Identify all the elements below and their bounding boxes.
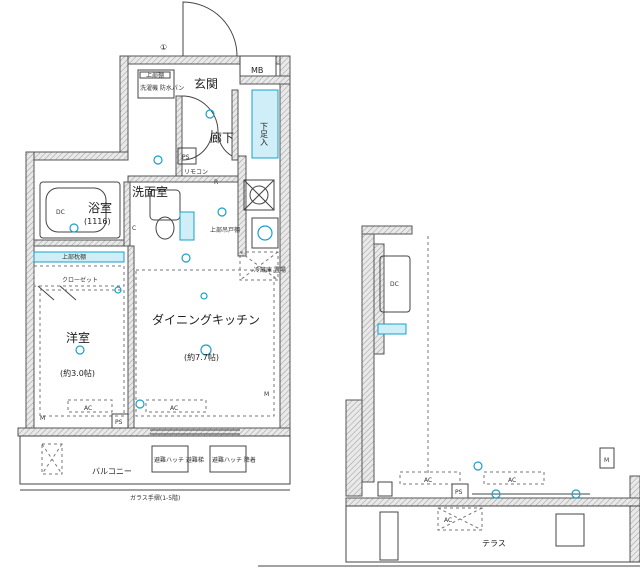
shoe-box-label: 下足入	[260, 122, 269, 146]
closet-label: クローゼット	[62, 276, 98, 284]
r-label: R	[214, 179, 218, 186]
western-room-label: 洋室	[66, 330, 90, 345]
terrace-label: テラス	[482, 539, 506, 548]
dining-kitchen-label: ダイニングキッチン	[152, 312, 260, 327]
bath-label: 浴室	[88, 200, 112, 215]
entrance-label: 玄関	[194, 76, 218, 91]
dc-label-1: DC	[56, 209, 65, 216]
mb-label: MB	[251, 66, 263, 75]
laundry-pan-label: 洗濯機 防水パン	[140, 84, 184, 92]
main-unit	[17, 1, 291, 491]
ps-upper-label: PS	[182, 154, 190, 161]
ac-1-label: AC	[84, 405, 92, 412]
bath-size-label: (1116)	[84, 217, 111, 226]
upper-shelf-closet-label: 上部枕棚	[62, 253, 86, 261]
ac-4-label: AC	[508, 477, 516, 484]
dc-label-2: DC	[390, 281, 399, 288]
circle-num-label: ①	[160, 43, 167, 52]
laundry-top-label: 上部棚	[146, 71, 164, 79]
second-unit	[258, 225, 640, 567]
ps-right-label: PS	[455, 489, 463, 496]
western-size-label: (約3.0帖)	[60, 368, 95, 378]
upper-shelf-kitchen-label: 上部吊戸棚	[210, 226, 240, 234]
evac-hatch-1-label: 避難ハッチ 避難梯	[154, 456, 204, 464]
intercom-label: リモコン	[184, 169, 208, 176]
balcony-label: バルコニー	[92, 467, 132, 476]
fridge-label: 冷蔵庫 置場	[254, 266, 286, 274]
dining-size-label: (約7.7帖)	[184, 352, 219, 362]
washroom-label: 洗面室	[132, 184, 168, 199]
m-label-1: M	[264, 391, 269, 398]
ac-3-label: AC	[424, 477, 432, 484]
m-label-2: M	[40, 415, 45, 422]
ps-lower-label: PS	[115, 419, 123, 426]
ac-2-label: AC	[170, 405, 178, 412]
glass-rail-label: ガラス手摺(1-5階)	[130, 494, 180, 502]
c-label: C	[132, 225, 136, 232]
hallway-label: 廊下	[210, 130, 234, 145]
ac-5-label: AC	[444, 517, 452, 524]
evac-hatch-2-label: 避難ハッチ 降着	[212, 456, 256, 464]
m-label-3: M	[604, 457, 609, 464]
